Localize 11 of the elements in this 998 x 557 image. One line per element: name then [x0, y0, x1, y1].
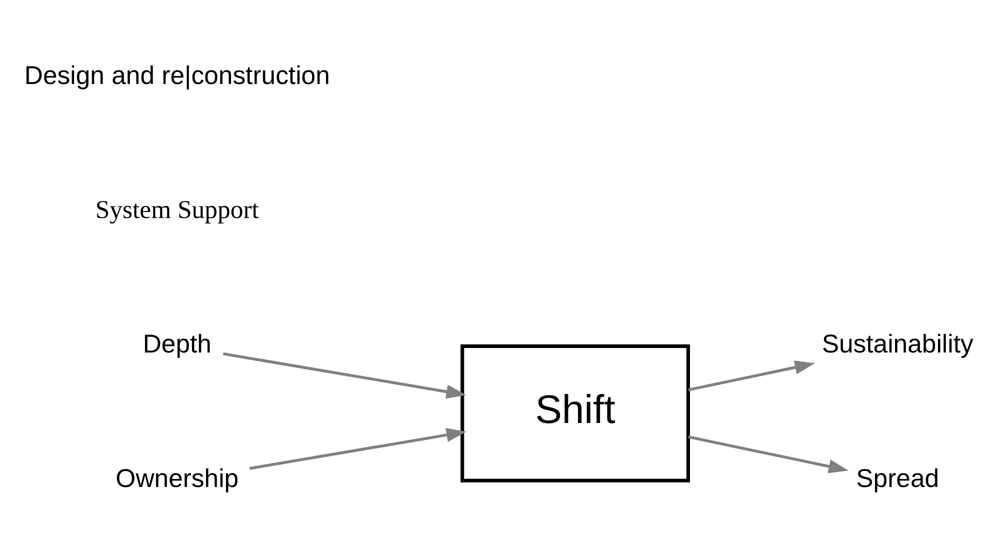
node-text: Ownership: [115, 464, 238, 492]
arrow: [688, 360, 814, 391]
node-text: Depth: [142, 330, 211, 358]
node-box: Shift: [460, 344, 690, 482]
label: Design and re|construction: [24, 61, 330, 90]
arrow: [222, 352, 466, 398]
node-text: Spread: [856, 464, 939, 492]
label: System Support: [94, 194, 258, 224]
arrow: [688, 434, 848, 473]
node-text: Sustainability: [821, 330, 973, 358]
arrow: [248, 428, 466, 470]
